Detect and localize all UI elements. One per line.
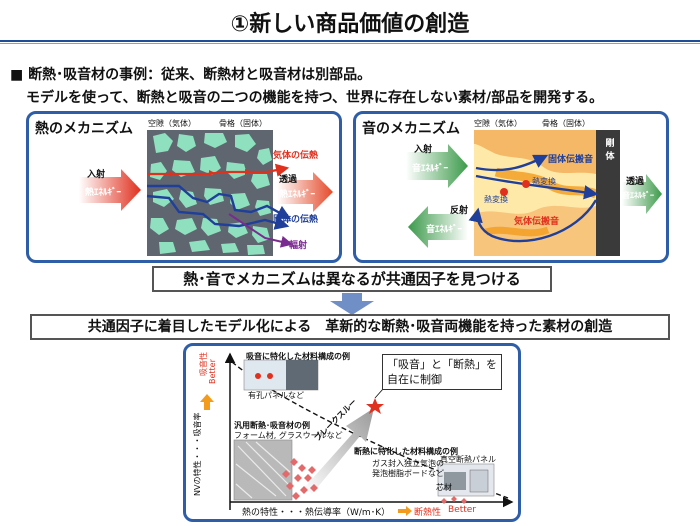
gas-conduction-path bbox=[147, 163, 290, 177]
x-better-label: Better bbox=[448, 505, 477, 515]
gas-conduction-label: 気体の伝熱 bbox=[273, 151, 319, 161]
solid-borne-sound-label: 固体伝搬音 bbox=[548, 155, 594, 165]
control-callout-line1: 「吸音」と「断熱」を bbox=[387, 358, 497, 371]
sound-incident-label: 入射 bbox=[414, 145, 433, 155]
sound-transmission-arrow bbox=[622, 174, 662, 214]
sound-material-photo-dark bbox=[286, 360, 318, 390]
radiation-label: 輻射 bbox=[289, 241, 308, 251]
sound-energy-in-label: 音ｴﾈﾙｷﾞｰ bbox=[412, 164, 449, 174]
sound-mechanism-diagram bbox=[406, 130, 662, 256]
sound-reflection-label: 反射 bbox=[450, 206, 469, 216]
common-factor-box: 熱･音でメカニズムは異なるが共通因子を見つける bbox=[152, 266, 552, 292]
solid-conduction-path-2 bbox=[146, 194, 290, 230]
performance-chart bbox=[224, 352, 514, 510]
radiation-path bbox=[228, 213, 293, 248]
sound-example-label: 吸音に特化した材料構成の例 bbox=[246, 352, 350, 361]
solid-conduction-path bbox=[147, 184, 292, 220]
y-axis-label: NVの特性・・・吸音率 bbox=[193, 412, 202, 496]
breakthrough-arrow bbox=[304, 408, 374, 494]
rigid-wall-label: 剛体 bbox=[605, 139, 615, 162]
page-title: ①新しい商品価値の創造 bbox=[230, 12, 470, 37]
heat-incident-label: 入射 bbox=[87, 170, 106, 180]
heat-conversion-point-1 bbox=[522, 180, 530, 188]
material-creation-box: 共通因子に着目したモデル化による 革新的な断熱･吸音両機能を持った素材の創造 bbox=[30, 314, 670, 340]
core-material-label: 芯材 bbox=[436, 483, 452, 492]
title-divider bbox=[0, 40, 700, 42]
heat-incident-arrow bbox=[79, 169, 141, 211]
sound-incident-arrow bbox=[406, 144, 468, 188]
sound-transmission-label: 透過 bbox=[626, 177, 645, 187]
heat-mechanism-diagram bbox=[79, 130, 333, 256]
x-better-arrow-icon bbox=[398, 506, 412, 516]
heat-transmission-arrow bbox=[277, 172, 333, 212]
heat-energy-out-label: 熱ｴﾈﾙｷﾞｰ bbox=[279, 190, 316, 200]
sound-void-label: 空隙（気体） bbox=[474, 119, 522, 128]
general-material-points bbox=[282, 458, 318, 500]
y-better-label: Better bbox=[208, 359, 217, 384]
heat-conversion-label-1: 熱変換 bbox=[532, 177, 556, 186]
solid-borne-sound-path bbox=[475, 154, 549, 172]
sound-mechanism-title: 音のメカニズム bbox=[362, 121, 460, 137]
heat-conversion-point-2 bbox=[500, 188, 508, 196]
x-axis-label: 熱の特性・・・熱伝導率（W/m･K） bbox=[242, 508, 391, 518]
sound-mechanism-panel: 音のメカニズム 空隙（気体） 骨格（固体） bbox=[353, 111, 669, 263]
control-callout-line2: 自在に制御 bbox=[387, 373, 442, 386]
title-divider-thin bbox=[0, 43, 700, 44]
heat-example-sublabel-2: 発泡樹脂ボードなど bbox=[372, 469, 444, 478]
heat-example-sublabel-1: ガス封入独立気泡の bbox=[372, 459, 444, 468]
bullet-development-goal: モデルを使って、断熱と吸音の二つの機能を持つ、世界に存在しない素材/部品を開発す… bbox=[26, 90, 604, 106]
target-star-icon bbox=[366, 398, 384, 414]
y-better-arrow-icon bbox=[200, 394, 214, 410]
solid-conduction-label: 固体の伝熱 bbox=[273, 215, 319, 225]
vacuum-panel-label: 真空断熱パネル bbox=[440, 455, 496, 464]
bullet-case-intro: ■ 断熱･吸音材の事例：従来、断熱材と吸音材は別部品。 bbox=[10, 67, 372, 83]
control-callout: 「吸音」と「断熱」を 自在に制御 bbox=[382, 354, 502, 390]
performance-chart-panel: 「吸音」と「断熱」を 自在に制御 吸音に特化した材料構成の例 有孔パネルなど 汎… bbox=[183, 343, 521, 522]
x-better-word: 断熱性 bbox=[414, 508, 442, 518]
down-arrow-icon bbox=[330, 293, 374, 315]
general-example-sublabel: フォーム材, グラスウールなど bbox=[234, 431, 343, 440]
heat-example-label: 断熱に特化した材料構成の例 bbox=[354, 447, 458, 456]
heat-skeleton-label: 骨格（固体） bbox=[219, 119, 267, 128]
general-example-label: 汎用断熱･吸音材の例 bbox=[234, 421, 310, 430]
heat-transmission-label: 透過 bbox=[279, 175, 298, 185]
sound-example-sublabel: 有孔パネルなど bbox=[248, 391, 304, 400]
sound-skeleton-label: 骨格（固体） bbox=[542, 119, 590, 128]
sound-energy-out-label: 音ｴﾈﾙｷﾞｰ bbox=[622, 191, 654, 200]
air-borne-sound-label: 気体伝搬音 bbox=[514, 217, 560, 227]
heat-conversion-label-2: 熱変換 bbox=[484, 195, 508, 204]
heat-void-label: 空隙（気体） bbox=[148, 119, 196, 128]
air-borne-sound-loop bbox=[468, 199, 598, 243]
heat-mechanism-title: 熱のメカニズム bbox=[35, 121, 133, 137]
rigid-wall bbox=[596, 130, 620, 256]
heat-mechanism-panel: 熱のメカニズム 空隙（気体） 骨格（固体） bbox=[26, 111, 342, 263]
heat-void-cells bbox=[150, 133, 272, 255]
sound-reflection-arrow bbox=[408, 206, 468, 248]
sound-propagation-path bbox=[475, 174, 599, 200]
sound-energy-reflect-label: 音ｴﾈﾙｷﾞｰ bbox=[426, 225, 463, 235]
heat-energy-in-label: 熱ｴﾈﾙｷﾞｰ bbox=[85, 188, 122, 198]
